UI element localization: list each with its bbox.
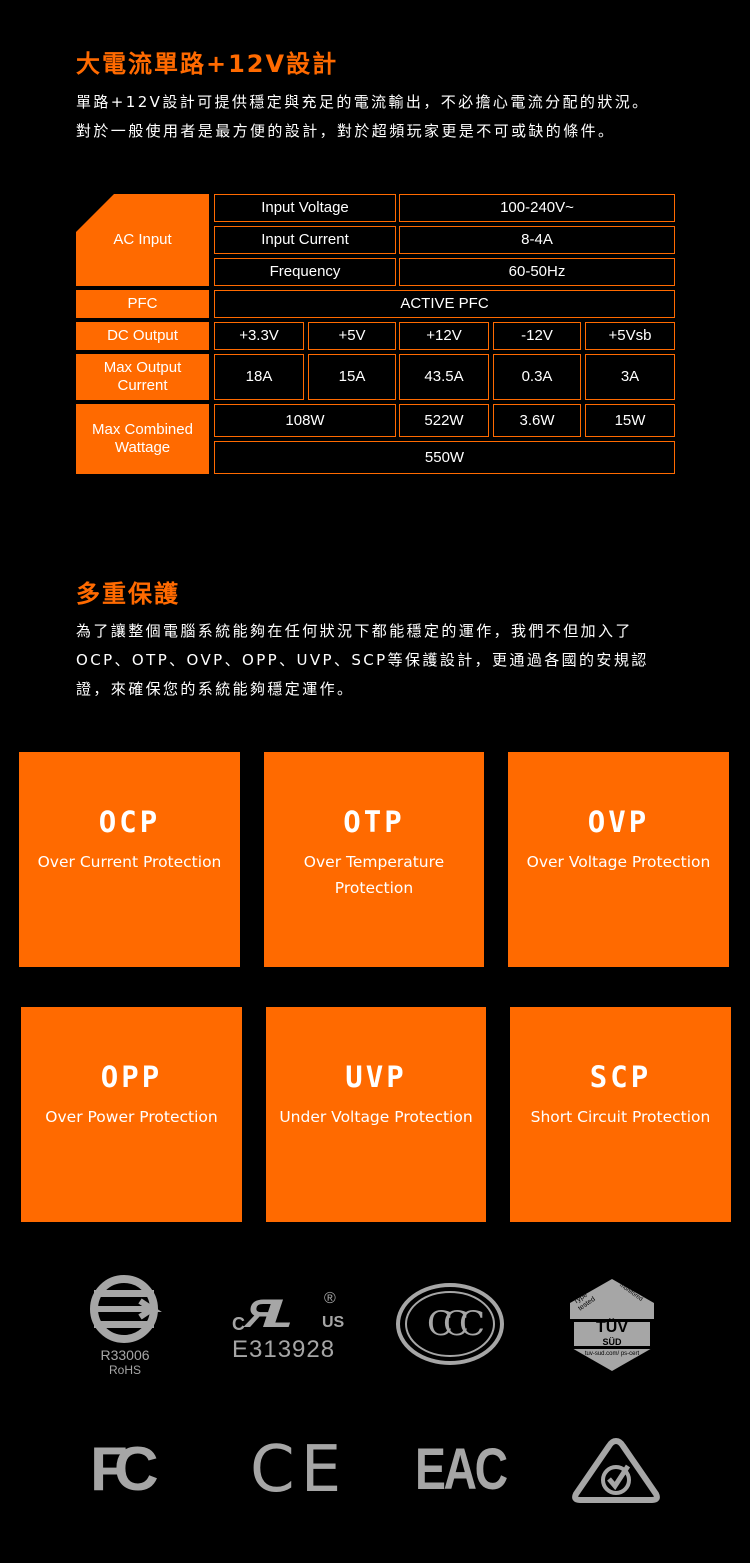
protection-abbr: OTP — [343, 805, 405, 839]
rail-5vsb: +5Vsb — [585, 322, 675, 350]
rcm-logo — [568, 1436, 664, 1506]
protection-tile-uvp: UVP Under Voltage Protection — [266, 1007, 486, 1222]
ul-mark: ЯL — [243, 1292, 291, 1337]
section-title-protection: 多重保護 — [76, 580, 180, 608]
protection-desc: Under Voltage Protection — [279, 1108, 473, 1126]
protection-tile-otp: OTP Over Temperature Protection — [264, 752, 484, 967]
total-wattage: 550W — [214, 441, 675, 474]
protection-tile-opp: OPP Over Power Protection — [21, 1007, 242, 1222]
current-3v3: 18A — [214, 354, 304, 400]
input-voltage-label: Input Voltage — [214, 194, 396, 222]
ccc-icon — [396, 1283, 504, 1365]
input-current-value: 8-4A — [399, 226, 675, 254]
eac-logo: EAC — [415, 1437, 508, 1502]
protection-abbr: UVP — [345, 1060, 407, 1094]
combined-3v3-5v: 108W — [214, 404, 396, 437]
section-body-protection: 為了讓整個電腦系統能夠在任何狀況下都能穩定的運作，我們不但加入了OCP、OTP、… — [76, 622, 649, 698]
current-5v: 15A — [308, 354, 396, 400]
tuv-name: TÜV — [596, 1319, 628, 1336]
bsmi-icon — [90, 1275, 162, 1343]
bsmi-sub: RoHS — [108, 1363, 141, 1377]
ul-registered: ® — [324, 1290, 336, 1307]
protection-tile-scp: SCP Short Circuit Protection — [510, 1007, 731, 1222]
ce-text: CE — [250, 1433, 348, 1507]
pfc-value: ACTIVE PFC — [214, 290, 675, 318]
combined-neg12v: 3.6W — [493, 404, 581, 437]
current-neg12v: 0.3A — [493, 354, 581, 400]
ul-us: US — [322, 1314, 345, 1331]
fcc-text: FC — [90, 1435, 159, 1504]
bsmi-logo: R33006 RoHS — [80, 1275, 170, 1377]
protection-tile-ovp: OVP Over Voltage Protection — [508, 752, 729, 967]
rcm-icon — [572, 1438, 660, 1503]
protection-abbr: SCP — [589, 1060, 652, 1094]
tuv-icon — [570, 1279, 654, 1371]
combined-12v: 522W — [399, 404, 489, 437]
frequency-value: 60-50Hz — [399, 258, 675, 286]
dc-output-label: DC Output — [76, 322, 209, 350]
frequency-label: Frequency — [214, 258, 396, 286]
section-title-12v: 大電流單路+12V設計 — [76, 50, 339, 78]
ac-input-label: AC Input — [76, 194, 209, 286]
input-current-label: Input Current — [214, 226, 396, 254]
input-voltage-value: 100-240V~ — [399, 194, 675, 222]
protection-desc: Over Power Protection — [45, 1108, 218, 1126]
ul-logo: C ЯL US ® E313928 — [232, 1290, 344, 1365]
protection-desc: Over Current Protection — [37, 853, 222, 871]
ul-c: C — [232, 1314, 245, 1334]
ccc-text: CCC — [426, 1304, 485, 1344]
ccc-logo: CCC — [395, 1282, 507, 1367]
protection-desc: Over Temperature Protection — [303, 853, 445, 897]
pfc-label: PFC — [76, 290, 209, 318]
rail-12v: +12V — [399, 322, 489, 350]
protection-tile-ocp: OCP Over Current Protection — [19, 752, 240, 967]
max-output-label: Max Output Current — [76, 354, 209, 400]
rail-5v: +5V — [308, 322, 396, 350]
protection-desc: Short Circuit Protection — [530, 1108, 711, 1126]
ce-logo: CE — [250, 1433, 348, 1507]
protection-abbr: OVP — [587, 805, 650, 839]
eac-text: EAC — [415, 1437, 508, 1502]
tuv-url: tuv-sud.com/ ps-cert — [584, 1351, 640, 1357]
bsmi-code: R33006 — [100, 1347, 150, 1363]
rail-3v3: +3.3V — [214, 322, 304, 350]
current-5vsb: 3A — [585, 354, 675, 400]
rail-neg12v: -12V — [493, 322, 581, 350]
fcc-logo: FC — [90, 1438, 172, 1502]
protection-abbr: OPP — [100, 1060, 163, 1094]
tuv-logo: Type tested production monitored TÜV SÜD… — [562, 1277, 662, 1372]
protection-abbr: OCP — [98, 805, 161, 839]
section-body-12v: 單路+12V設計可提供穩定與充足的電流輸出，不必擔心電流分配的狀況。對於一般使用… — [76, 93, 650, 140]
ul-file-number: E313928 — [232, 1336, 336, 1363]
protection-desc: Over Voltage Protection — [526, 853, 711, 871]
ul-mark-text: ЯL — [242, 1292, 291, 1336]
tuv-sud: SÜD — [602, 1337, 622, 1347]
current-12v: 43.5A — [399, 354, 489, 400]
combined-5vsb: 15W — [585, 404, 675, 437]
max-combined-label: Max Combined Wattage — [76, 404, 209, 474]
